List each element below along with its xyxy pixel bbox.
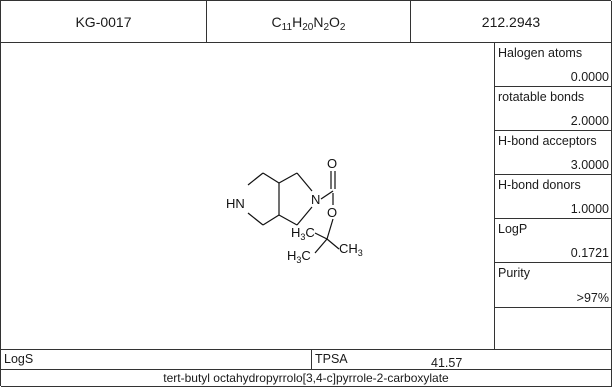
- prop-blank: [495, 308, 612, 350]
- prop-hbond-donors: H-bond donors 1.0000: [495, 175, 612, 219]
- molecular-weight-cell: 212.2943: [411, 1, 612, 43]
- prop-label: Halogen atoms: [498, 46, 583, 60]
- atom-n: N: [311, 192, 320, 207]
- compound-id: KG-0017: [75, 13, 132, 30]
- prop-purity: Purity >97%: [495, 263, 612, 308]
- logs-cell: LogS: [1, 350, 312, 370]
- prop-value: 0.0000: [570, 70, 609, 84]
- structure-panel: HN N O O H3C H3C CH3: [1, 43, 495, 350]
- atom-o-carbonyl: O: [327, 156, 337, 171]
- tpsa-value: 41.57: [431, 356, 463, 370]
- prop-label: H-bond acceptors: [498, 134, 597, 148]
- logs-label: LogS: [4, 352, 34, 366]
- prop-value: 0.1721: [570, 246, 609, 260]
- prop-value: >97%: [576, 291, 609, 305]
- structure-drawing: HN N O O H3C H3C CH3: [226, 156, 363, 265]
- structure-bonds: [247, 171, 340, 254]
- compound-id-cell: KG-0017: [1, 1, 207, 43]
- prop-label: H-bond donors: [498, 178, 581, 192]
- prop-label: rotatable bonds: [498, 90, 585, 104]
- prop-label: Purity: [498, 266, 530, 280]
- molecular-formula: C11H20N2O2: [271, 13, 346, 33]
- atom-h3c-top: H3C: [291, 225, 315, 242]
- atom-ch3: CH3: [339, 241, 363, 258]
- molecular-weight: 212.2943: [481, 13, 541, 30]
- atom-hn: HN: [226, 196, 245, 211]
- prop-hbond-acceptors: H-bond acceptors 3.0000: [495, 131, 612, 175]
- compound-name: tert-butyl octahydropyrrolo[3,4-c]pyrrol…: [163, 371, 449, 385]
- prop-value: 3.0000: [570, 158, 609, 172]
- prop-rotatable-bonds: rotatable bonds 2.0000: [495, 87, 612, 131]
- molecular-formula-cell: C11H20N2O2: [207, 1, 411, 43]
- compound-name-cell: tert-butyl octahydropyrrolo[3,4-c]pyrrol…: [1, 370, 612, 387]
- atom-o-ester: O: [327, 205, 337, 220]
- prop-logp: LogP 0.1721: [495, 219, 612, 263]
- prop-value: 1.0000: [570, 202, 609, 216]
- tpsa-label: TPSA: [315, 352, 348, 366]
- prop-label: LogP: [498, 222, 528, 236]
- prop-halogen-atoms: Halogen atoms 0.0000: [495, 43, 612, 87]
- prop-value: 2.0000: [570, 114, 609, 128]
- atom-h3c-bottom: H3C: [287, 248, 311, 265]
